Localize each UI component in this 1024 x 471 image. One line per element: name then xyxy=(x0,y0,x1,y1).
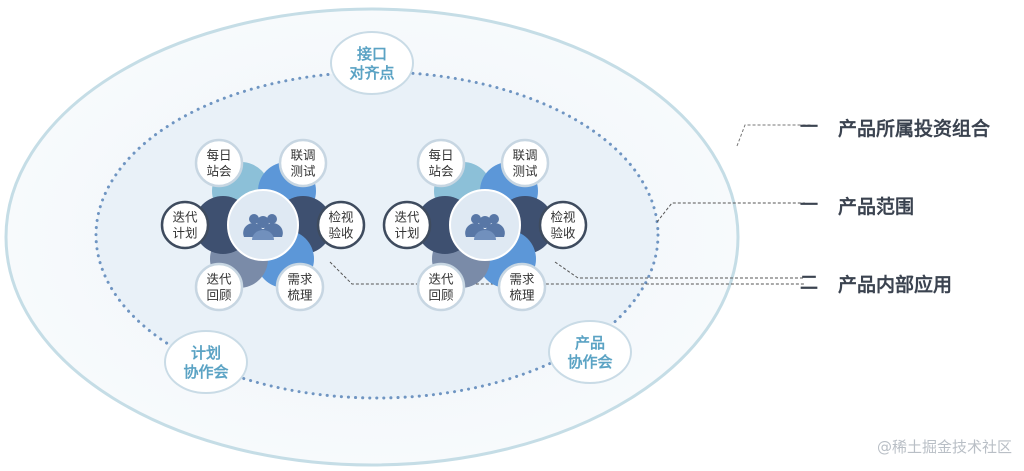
connector-line-portfolio xyxy=(736,124,812,147)
activity-label: 验收 xyxy=(328,225,354,240)
connector-line-app-1 xyxy=(329,261,805,285)
activity-label: 站会 xyxy=(428,163,454,178)
connector-line-scope xyxy=(656,202,805,223)
activity-label: 测试 xyxy=(290,163,316,178)
activity-label: 梳理 xyxy=(509,287,535,302)
activity-label: 检视 xyxy=(550,210,576,225)
collab-node-label: 接口 xyxy=(357,45,387,63)
activity-label: 每日 xyxy=(206,148,231,163)
activity-label: 迭代 xyxy=(394,210,420,225)
collab-node-label: 协作会 xyxy=(183,363,228,381)
legend-internal-apps: 产品内部应用 xyxy=(838,274,953,296)
activity-label: 需求 xyxy=(287,272,313,287)
activity-label: 检视 xyxy=(328,210,354,225)
legend-mark-2: 一 xyxy=(800,195,818,216)
team-icon xyxy=(465,214,505,240)
watermark: @稀土掘金技术社区 xyxy=(876,438,1012,456)
collab-node-label: 计划 xyxy=(191,344,221,362)
activity-label: 迭代 xyxy=(206,272,232,287)
activity-label: 回顾 xyxy=(206,287,231,302)
legend-portfolio: 产品所属投资组合 xyxy=(838,118,991,140)
team-icon xyxy=(243,214,283,240)
collab-node-label: 产品 xyxy=(575,334,605,352)
activity-label: 站会 xyxy=(206,163,232,178)
activity-label: 验收 xyxy=(550,225,576,240)
activity-label: 迭代 xyxy=(172,210,198,225)
activity-label: 联调 xyxy=(290,148,315,163)
activity-label: 每日 xyxy=(428,148,453,163)
activity-label: 迭代 xyxy=(428,272,454,287)
legend-mark-3: 二 xyxy=(800,273,818,294)
collab-node-label: 对齐点 xyxy=(349,64,394,82)
legend-mark-1: 一 xyxy=(800,117,818,138)
activity-label: 回顾 xyxy=(428,287,453,302)
activity-label: 计划 xyxy=(394,225,419,240)
activity-label: 需求 xyxy=(509,272,535,287)
activity-label: 联调 xyxy=(512,148,537,163)
legend-scope: 产品范围 xyxy=(838,196,915,218)
activity-label: 梳理 xyxy=(287,287,313,302)
activity-label: 测试 xyxy=(512,163,538,178)
collab-node-label: 协作会 xyxy=(567,353,612,371)
activity-label: 计划 xyxy=(172,225,197,240)
